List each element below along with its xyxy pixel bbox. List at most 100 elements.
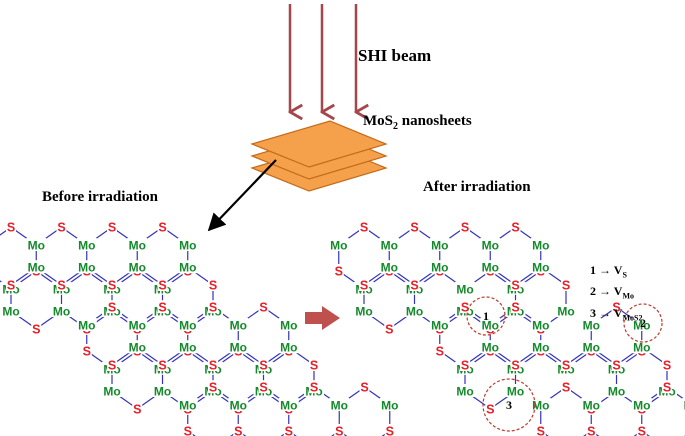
atom-background [636, 424, 647, 436]
atom-background [177, 398, 198, 411]
mo-atom: Mo [482, 319, 499, 333]
atom-background [278, 398, 299, 411]
s-atom: S [537, 425, 545, 436]
atom-background [611, 300, 622, 314]
s-atom: S [209, 381, 217, 395]
s-atom: S [32, 322, 40, 336]
vacancy-legend: 1 → VS 2 → VMo 3 → VMoS2 [590, 262, 642, 326]
atom-background [359, 278, 369, 291]
atom-background [107, 278, 117, 291]
atom-background [127, 238, 148, 251]
mo-atom: Mo [2, 305, 19, 319]
atom-background [208, 380, 218, 394]
mo-atom: Mo [507, 385, 524, 399]
atom-background [606, 384, 627, 397]
atom-background [510, 278, 521, 291]
atom-background [460, 358, 470, 371]
atom-background [177, 340, 198, 354]
atom-background [359, 220, 369, 234]
atom-background [127, 260, 148, 274]
atom-background [631, 318, 652, 331]
mo-atom: Mo [230, 341, 247, 355]
atom-background [6, 278, 16, 291]
mo-atom: Mo [583, 399, 600, 413]
atom-background [455, 384, 475, 397]
atom-background [581, 318, 602, 331]
atom-background [460, 300, 470, 314]
vacancy-circle [466, 296, 506, 336]
atom-background [152, 384, 173, 397]
mo-atom: Mo [633, 319, 650, 333]
atom-background [485, 401, 496, 415]
mo-atom: Mo [355, 305, 372, 319]
atom-background [460, 220, 470, 234]
s-atom: S [259, 359, 267, 373]
atom-background [561, 278, 571, 291]
atom-background [233, 424, 244, 436]
beam-label: SHI beam [358, 46, 432, 65]
bond [684, 435, 685, 436]
atom-background [333, 264, 344, 277]
mo-atom: Mo [381, 261, 398, 275]
atom-background [127, 318, 148, 331]
atom-background [556, 304, 576, 317]
vacancy-label: 1 [483, 309, 489, 323]
nanosheet-label: MoS2 nanosheets [363, 113, 472, 132]
s-atom: S [209, 279, 217, 293]
atom-background [278, 340, 299, 354]
mo-atom: Mo [280, 341, 297, 355]
atom-background [177, 318, 198, 331]
atom-background [26, 260, 47, 274]
mo-atom: Mo [633, 399, 650, 413]
s-atom: S [259, 301, 267, 315]
s-atom: S [562, 359, 570, 373]
s-atom: S [360, 221, 368, 235]
s-atom: S [158, 301, 166, 315]
atom-background [127, 340, 148, 354]
atom-background [429, 260, 450, 274]
mo-atom: Mo [431, 319, 448, 333]
s-atom: S [209, 301, 217, 315]
s-atom: S [638, 425, 646, 436]
atom-background [581, 398, 602, 411]
s-atom: S [612, 359, 620, 373]
atom-background [682, 398, 685, 411]
mo-atom: Mo [532, 239, 549, 253]
s-atom: S [108, 301, 116, 315]
nanosheet-layer [250, 120, 388, 168]
mo-atom: Mo [330, 239, 347, 253]
s-atom: S [158, 359, 166, 373]
atom-background [530, 318, 551, 331]
atom-background [480, 318, 501, 331]
atom-background [258, 300, 269, 314]
atom-background [586, 424, 597, 436]
s-atom: S [562, 381, 570, 395]
s-atom: S [310, 381, 318, 395]
mo-atom: Mo [280, 399, 297, 413]
atom-background [480, 238, 501, 251]
atom-background [379, 398, 400, 411]
mo-atom: Mo [129, 341, 146, 355]
s-atom: S [461, 359, 469, 373]
vacancy-circle [623, 303, 663, 343]
atom-background [278, 318, 299, 331]
mo-atom: Mo [633, 341, 650, 355]
vacancy-label: 3 [506, 398, 512, 412]
s-atom: S [410, 279, 418, 293]
mo-atom: Mo [129, 319, 146, 333]
s-atom: S [386, 425, 394, 436]
mo-atom: Mo [684, 399, 685, 413]
atom-background [56, 278, 67, 291]
atom-background [208, 278, 218, 291]
mo-atom: Mo [532, 319, 549, 333]
s-atom: S [511, 301, 519, 315]
atom-background [561, 380, 571, 394]
atom-background [530, 398, 551, 411]
mo-atom: Mo [608, 385, 625, 399]
s-atom: S [385, 322, 393, 336]
after-irradiation-label: After irradiation [423, 179, 531, 195]
legend-row: 3 → VMoS2 [590, 305, 643, 323]
s-atom: S [108, 221, 116, 235]
s-atom: S [184, 425, 192, 436]
